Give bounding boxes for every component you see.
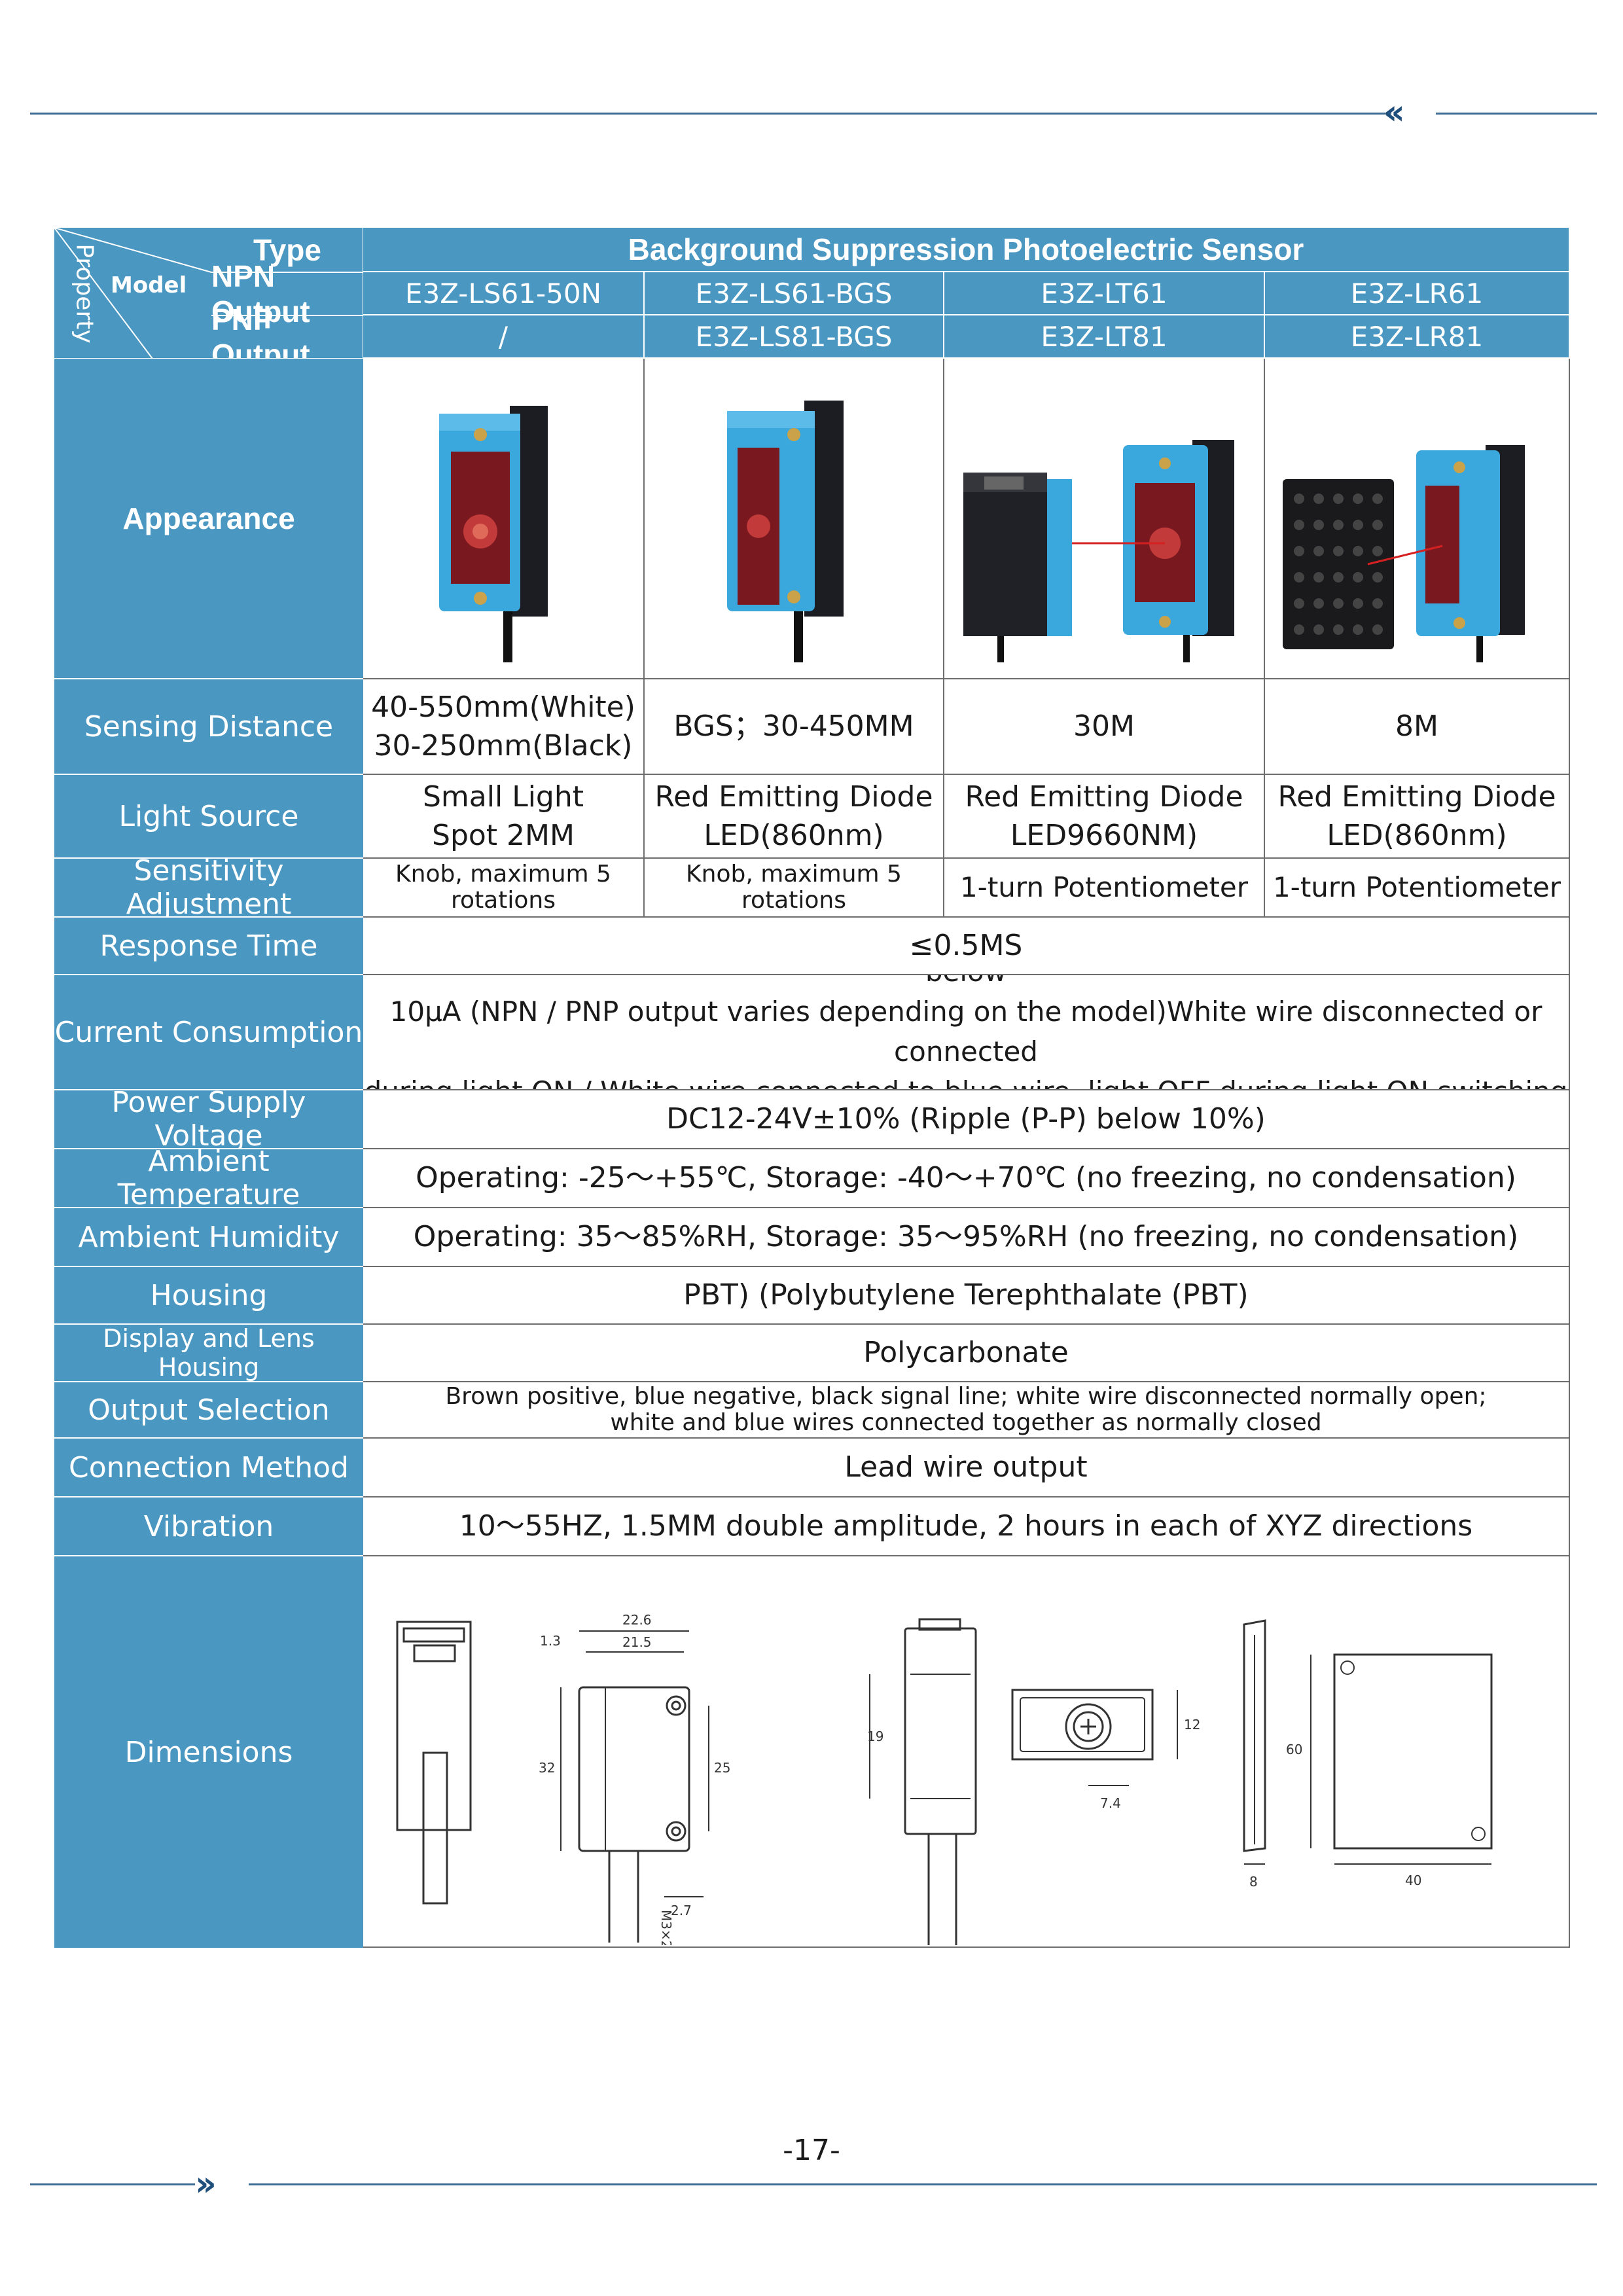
sensitivity-3: 1-turn Potentiometer — [944, 859, 1265, 918]
sensitivity-label: Sensitivity Adjustment — [54, 859, 363, 918]
spec-table: Property Model Type NPN Output PNP Outpu… — [54, 228, 1570, 1948]
pnp-model-4: E3Z-LR81 — [1265, 315, 1570, 359]
npn-model-2: E3Z-LS61-BGS — [645, 272, 944, 315]
light-source-1-line-1: Small Light — [423, 780, 584, 814]
npn-model-4: E3Z-LR61 — [1265, 272, 1570, 315]
dimensions-drawings: 22.6 21.5 1.3 32 25 2.7 M3×2 19 — [363, 1556, 1570, 1948]
connection-method-label: Connection Method — [54, 1439, 363, 1498]
pnp-model-1: / — [363, 315, 645, 359]
sensing-distance-1-line-2: 30-250mm(Black) — [374, 729, 633, 762]
light-source-1: Small Light Spot 2MM — [363, 775, 645, 859]
dim1-height: 32 — [539, 1760, 555, 1776]
sensitivity-2: Knob, maximum 5 rotations — [645, 859, 944, 918]
vibration-label: Vibration — [54, 1498, 363, 1556]
display-lens-label: Display and Lens Housing — [54, 1325, 363, 1382]
bottom-chevron-icon: ›› — [195, 2164, 217, 2204]
dim4-height: 60 — [1286, 1742, 1302, 1757]
bottom-rule-end — [249, 2183, 1597, 2185]
model-label: Model — [111, 272, 187, 298]
vibration-value: 10～55HZ, 1.5MM double amplitude, 2 hours… — [363, 1498, 1570, 1556]
dim1-top-inner: 21.5 — [622, 1634, 652, 1650]
light-source-4-line-1: Red Emitting Diode — [1277, 780, 1556, 814]
light-source-4-line-2: LED(860nm) — [1327, 819, 1507, 852]
top-chevron-icon: ‹‹ — [1383, 93, 1405, 132]
dim1-side: 1.3 — [540, 1633, 561, 1649]
sensing-distance-3: 30M — [944, 679, 1265, 775]
light-source-2: Red Emitting Diode LED(860nm) — [645, 775, 944, 859]
display-lens-value: Polycarbonate — [363, 1325, 1570, 1382]
appearance-image-1 — [363, 359, 645, 679]
light-source-3-line-2: LED9660NM) — [1010, 819, 1198, 852]
sensing-distance-label: Sensing Distance — [54, 679, 363, 775]
current-consumption-line-2: 10μA (NPN / PNP output varies depending … — [389, 996, 1543, 1067]
appearance-image-4 — [1265, 359, 1570, 679]
appearance-image-3 — [944, 359, 1265, 679]
header-corner: Property Model Type NPN Output PNP Outpu… — [54, 228, 363, 359]
light-source-2-line-2: LED(860nm) — [704, 819, 884, 852]
current-consumption-value: Load power supply voltage below DC26.4V,… — [363, 975, 1570, 1090]
sensitivity-4: 1-turn Potentiometer — [1265, 859, 1570, 918]
npn-model-3: E3Z-LT61 — [944, 272, 1265, 315]
power-supply-label: Power Supply Voltage — [54, 1090, 363, 1149]
appearance-label: Appearance — [54, 359, 363, 679]
output-selection-value: Brown positive, blue negative, black sig… — [363, 1382, 1570, 1439]
current-consumption-line-1: Load power supply voltage below DC26.4V,… — [363, 975, 1569, 992]
sensitivity-2-line-2: rotations — [741, 887, 846, 914]
current-consumption-line-3: during light ON / White wire connected t… — [363, 1072, 1569, 1089]
top-rule — [30, 113, 1391, 115]
type-label: Type — [253, 233, 321, 267]
sensing-distance-4: 8M — [1265, 679, 1570, 775]
response-time-value: ≤0.5MS — [363, 918, 1570, 975]
npn-model-1: E3Z-LS61-50N — [363, 272, 645, 315]
light-source-2-line-1: Red Emitting Diode — [654, 780, 933, 814]
dim4-width: 40 — [1405, 1873, 1421, 1888]
ambient-humidity-label: Ambient Humidity — [54, 1208, 363, 1267]
pnp-model-3: E3Z-LT81 — [944, 315, 1265, 359]
sensing-distance-2: BGS；30-450MM — [645, 679, 944, 775]
dim1-top-outer: 22.6 — [622, 1612, 652, 1628]
ambient-humidity-value: Operating: 35～85%RH, Storage: 35～95%RH (… — [363, 1208, 1570, 1267]
housing-label: Housing — [54, 1267, 363, 1325]
appearance-image-2 — [645, 359, 944, 679]
sensing-distance-1-line-1: 40-550mm(White) — [371, 690, 635, 724]
light-source-1-line-2: Spot 2MM — [432, 819, 575, 852]
response-time-label: Response Time — [54, 918, 363, 975]
dim1-bottom: 2.7 — [671, 1903, 692, 1918]
dim2-height: 19 — [867, 1729, 883, 1744]
bottom-rule — [30, 2183, 195, 2185]
light-source-4: Red Emitting Diode LED(860nm) — [1265, 775, 1570, 859]
ambient-temperature-value: Operating: -25～+55℃, Storage: -40～+70℃ (… — [363, 1149, 1570, 1208]
light-source-label: Light Source — [54, 775, 363, 859]
sensitivity-1-line-1: Knob, maximum 5 — [395, 861, 611, 888]
property-label: Property — [71, 243, 98, 344]
type-value: Background Suppression Photoelectric Sen… — [363, 228, 1570, 272]
dim3-height: 12 — [1184, 1717, 1200, 1732]
page-number: -17- — [783, 2134, 840, 2167]
npn-output-label: NPN Output — [211, 259, 310, 329]
pnp-model-2: E3Z-LS81-BGS — [645, 315, 944, 359]
output-selection-line-1: Brown positive, blue negative, black sig… — [445, 1383, 1487, 1410]
light-source-3-line-1: Red Emitting Diode — [965, 780, 1243, 814]
dim4-depth: 8 — [1249, 1874, 1258, 1890]
sensitivity-2-line-1: Knob, maximum 5 — [686, 861, 902, 888]
connection-method-value: Lead wire output — [363, 1439, 1570, 1498]
sensitivity-1: Knob, maximum 5 rotations — [363, 859, 645, 918]
ambient-temperature-label: Ambient Temperature — [54, 1149, 363, 1208]
current-consumption-label: Current Consumption — [54, 975, 363, 1090]
dimensions-label: Dimensions — [54, 1556, 363, 1948]
sensing-distance-1: 40-550mm(White) 30-250mm(Black) — [363, 679, 645, 775]
dim3-width: 7.4 — [1100, 1795, 1121, 1811]
power-supply-value: DC12-24V±10% (Ripple (P-P) below 10%) — [363, 1090, 1570, 1149]
dim1-right: 25 — [714, 1760, 730, 1776]
dim1-screw: M3×2 — [658, 1910, 674, 1945]
output-selection-label: Output Selection — [54, 1382, 363, 1439]
light-source-3: Red Emitting Diode LED9660NM) — [944, 775, 1265, 859]
sensitivity-1-line-2: rotations — [451, 887, 556, 914]
top-rule-end — [1436, 113, 1597, 115]
pnp-output-label: PNP Output — [211, 302, 310, 359]
housing-value: PBT) (Polybutylene Terephthalate (PBT) — [363, 1267, 1570, 1325]
output-selection-line-2: white and blue wires connected together … — [610, 1409, 1322, 1436]
